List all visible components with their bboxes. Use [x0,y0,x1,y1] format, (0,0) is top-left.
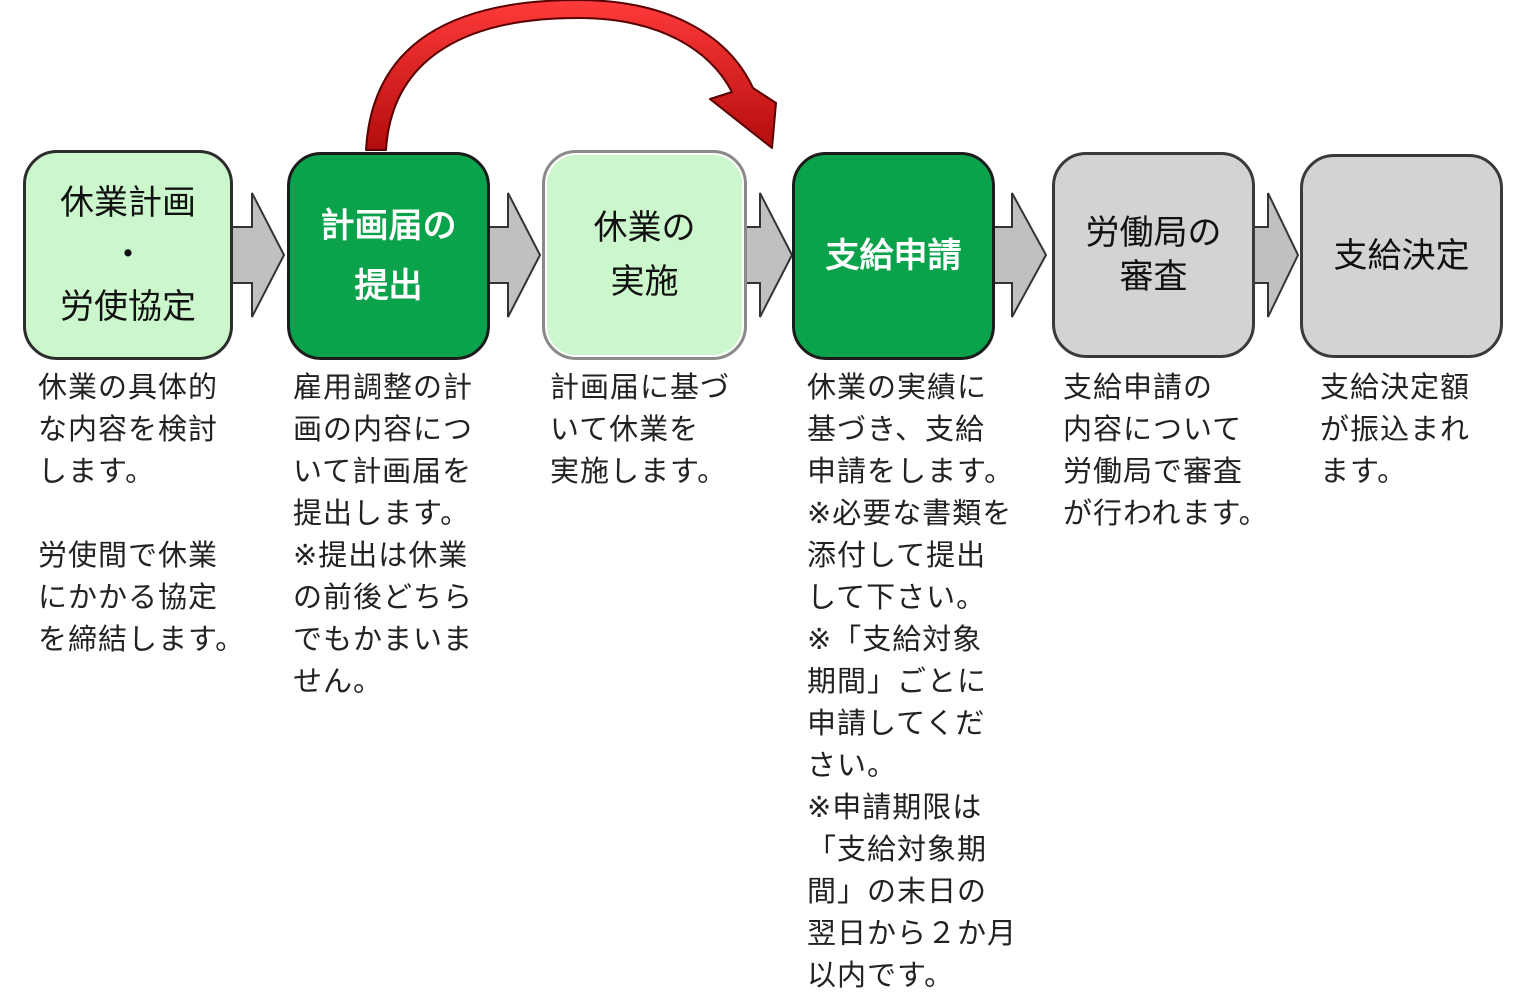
step-title-line: 労働局の [1085,213,1222,253]
curved-skip-arrow [365,0,777,151]
step-title-line: 提出 [354,266,423,306]
step-box-application: 支給申請 [792,152,995,360]
connector-arrow-5 [1251,192,1300,318]
step-title-line: 休業の [593,208,696,248]
connector-arrow-1 [231,192,286,318]
step-description-application: 休業の実績に 基づき、支給 申請をします。 ※必要な書類を 添付して提出 して下… [807,370,1018,992]
step-box-implementation: 休業の 実施 [542,150,747,360]
step-title-line: 労使協定 [60,287,196,327]
step-title-line: 計画届の [320,206,457,246]
step-description-notification: 雇用調整の計 画の内容につ いて計画届を 提出します。 ※提出は休業 の前後どち… [293,370,474,698]
connector-arrow-3 [745,192,794,318]
step-box-plan: 休業計画 ・ 労使協定 [23,150,233,360]
step-box-notification: 計画届の 提出 [287,152,490,360]
step-title-line: 休業計画 [60,183,196,223]
connector-arrow-2 [487,192,542,318]
step-title-line: 実施 [610,262,679,302]
step-description-review: 支給申請の 内容について 労働局で審査 が行われます。 [1063,370,1269,530]
connector-arrow-4 [991,192,1048,318]
step-description-plan: 休業の具体的 な内容を検討 します。 労使間で休業 にかかる協定 を締結します。 [38,370,246,656]
step-description-implementation: 計画届に基づ いて休業を 実施します。 [550,370,731,488]
step-title-line: ・ [111,235,145,275]
step-box-decision: 支給決定 [1300,154,1503,358]
step-title-line: 支給申請 [825,236,962,276]
step-title-line: 支給決定 [1333,236,1470,276]
step-box-review: 労働局の 審査 [1052,152,1255,358]
step-title-line: 審査 [1119,257,1188,297]
step-description-decision: 支給決定額 が振込まれ ます。 [1320,370,1471,488]
